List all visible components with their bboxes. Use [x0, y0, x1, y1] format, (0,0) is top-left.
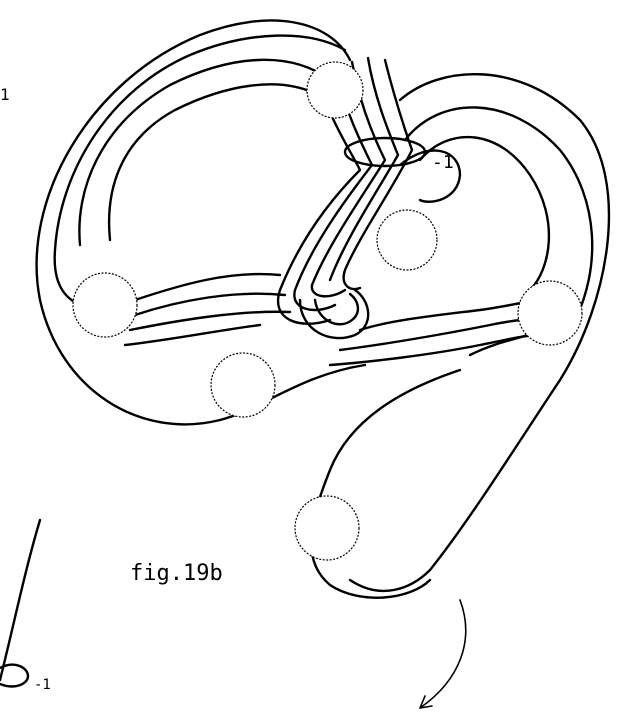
framing-label-corner: 1	[0, 85, 10, 104]
ball-right	[518, 281, 582, 345]
band-right-return-4	[330, 335, 540, 365]
ball-top	[307, 62, 363, 118]
inner-left-loop-2	[109, 84, 318, 240]
left-ball-strand-3	[130, 312, 290, 330]
ball-center-right	[377, 210, 437, 270]
arrow-shaft	[420, 600, 466, 708]
framing-label-bottom: -1	[34, 677, 51, 693]
ball-bottom	[295, 496, 359, 560]
bottom-left-arc	[0, 520, 40, 680]
ball-left	[73, 273, 137, 337]
inner-left-loop	[79, 60, 330, 245]
figure-caption: fig.19b	[130, 561, 223, 586]
outer-left-loop-2	[55, 36, 345, 305]
left-ball-strand-1	[135, 274, 280, 300]
band-right-return-3	[340, 319, 545, 350]
lower-right-loop	[311, 370, 460, 598]
band-right-return-2	[360, 300, 545, 330]
ball-lower-left	[211, 353, 275, 417]
framing-label-top: -1	[432, 152, 454, 173]
